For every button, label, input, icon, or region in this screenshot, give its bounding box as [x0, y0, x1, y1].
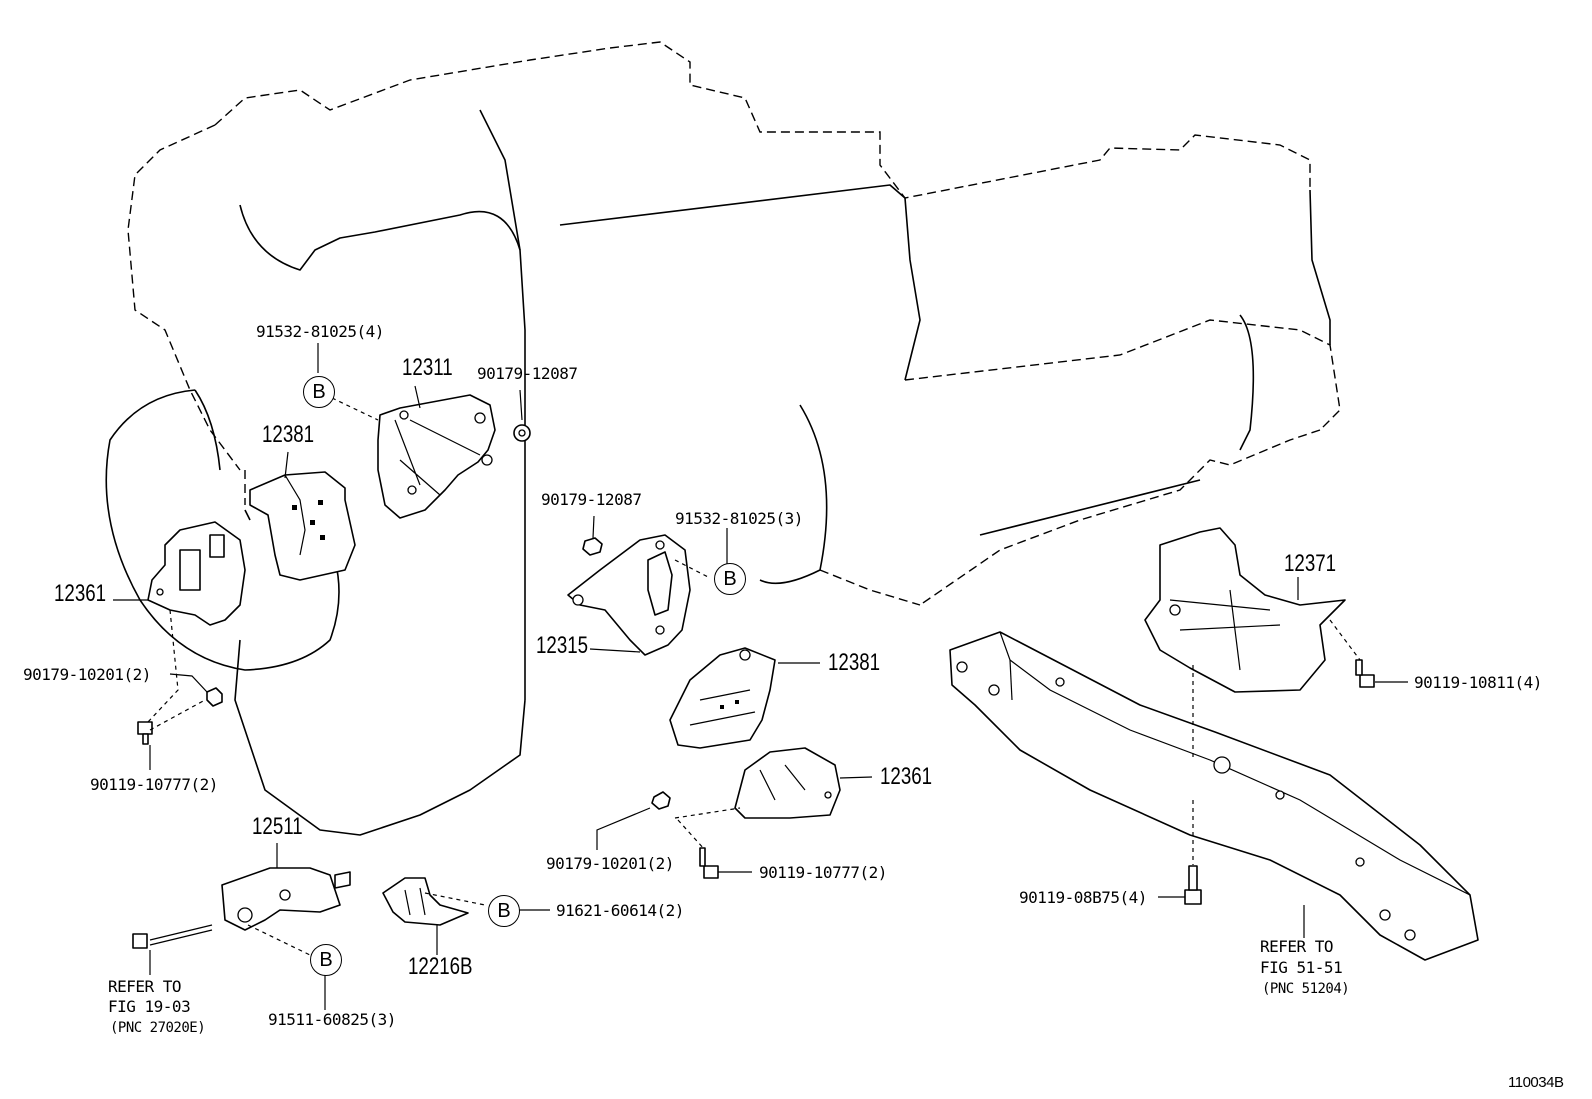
fastener-label-90119-10811: 90119-10811(4) [1414, 673, 1542, 692]
long-bolt [132, 924, 213, 949]
diagram-id: 110034B [1508, 1074, 1564, 1091]
reference-left-line2: FIG 19-03 [108, 997, 191, 1016]
fastener-label-91532-81025-3: 91532-81025(3) [675, 509, 803, 528]
reference-left-line3: (PNC 27020E) [110, 1020, 206, 1036]
fastener-label-91532-81025-4: 91532-81025(4) [256, 322, 384, 341]
part-label-12361-right: 12361 [880, 763, 933, 790]
bolt-right-small [699, 847, 719, 879]
reference-right-line1: REFER TO [1260, 937, 1334, 956]
mount-12371 [1144, 527, 1346, 693]
part-label-12361-left: 12361 [54, 580, 107, 607]
part-label-12311: 12311 [402, 354, 453, 381]
fastener-label-90119-10777-right: 90119-10777(2) [759, 863, 887, 882]
part-label-12315: 12315 [536, 632, 589, 659]
fastener-label-91511-60825: 91511-60825(3) [268, 1010, 396, 1029]
bracket-12315 [567, 534, 691, 656]
nut-middle [582, 537, 603, 556]
insulator-12381-left [249, 471, 356, 581]
bracket-12216b [382, 877, 469, 926]
part-label-12371: 12371 [1284, 550, 1337, 577]
nut-top [513, 424, 531, 442]
bracket-12311 [377, 394, 496, 519]
insulator-12381-right [669, 647, 776, 749]
nut-left [206, 687, 223, 707]
reference-right-line3: (PNC 51204) [1262, 981, 1350, 997]
reference-right-line2: FIG 51-51 [1260, 958, 1343, 977]
circle-marker-b-2: B [714, 563, 746, 595]
bolt-crossmember [1184, 865, 1202, 905]
fastener-label-90179-12087-top: 90179-12087 [477, 364, 578, 383]
fastener-label-90179-12087-mid: 90179-12087 [541, 490, 642, 509]
mount-12361-right [734, 747, 841, 819]
leader-lines [113, 343, 1408, 1010]
engine-outline [105, 41, 1341, 836]
fastener-label-90179-10201-right: 90179-10201(2) [546, 854, 674, 873]
crossmember [949, 631, 1479, 961]
fastener-label-90119-10777-left: 90119-10777(2) [90, 775, 218, 794]
reference-left-line1: REFER TO [108, 977, 182, 996]
circle-marker-b-4: B [310, 944, 342, 976]
part-label-12216b: 12216B [408, 953, 473, 980]
nut-right-small [651, 791, 671, 810]
stay-12511 [221, 867, 351, 931]
mount-12361-left [147, 521, 246, 626]
bolt-12371 [1355, 659, 1375, 688]
bolt-left [137, 721, 153, 745]
part-label-12381-left: 12381 [262, 421, 315, 448]
fastener-label-90179-10201-left: 90179-10201(2) [23, 665, 151, 684]
part-label-12511: 12511 [252, 813, 303, 840]
circle-marker-b-3: B [488, 895, 520, 927]
fastener-label-91621-60614: 91621-60614(2) [556, 901, 684, 920]
circle-marker-b-1: B [303, 376, 335, 408]
fastener-label-90119-08b75: 90119-08B75(4) [1019, 888, 1147, 907]
part-label-12381-right: 12381 [828, 649, 881, 676]
